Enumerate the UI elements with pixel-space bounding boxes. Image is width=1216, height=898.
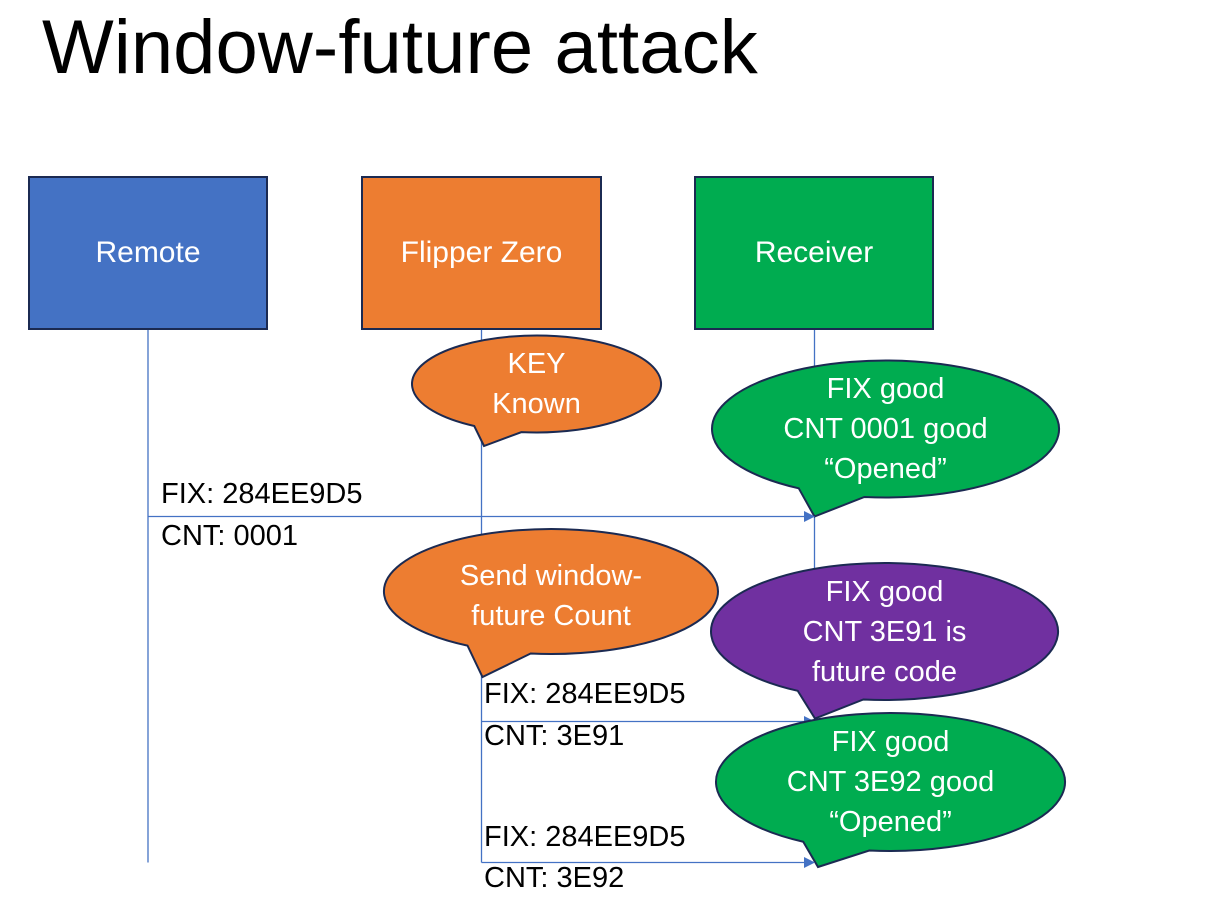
- callout-key-known: [411, 334, 662, 448]
- message-1-cnt-label: CNT: 0001: [161, 520, 299, 552]
- message-1-fix-label: FIX: 284EE9D5: [161, 478, 363, 510]
- message-3-fix-label: FIX: 284EE9D5: [484, 821, 686, 853]
- message-2-fix-label: FIX: 284EE9D5: [484, 678, 686, 710]
- arrowhead-3: [804, 857, 815, 868]
- actor-label-remote: Remote: [95, 236, 201, 269]
- callout-fix-good-cnt-3e92: [715, 712, 1066, 869]
- actor-label-receiver: Receiver: [754, 236, 874, 269]
- actor-box-remote: Remote: [28, 176, 268, 330]
- actor-box-flipper-zero: Flipper Zero: [361, 176, 602, 330]
- arrow-message-3: [481, 857, 815, 868]
- actor-label-flipper-zero: Flipper Zero: [400, 236, 563, 269]
- actor-box-receiver: Receiver: [694, 176, 934, 330]
- arrow-message-1: [148, 511, 815, 522]
- callout-fix-good-cnt-3e91: [710, 562, 1059, 720]
- callout-fix-good-cnt-0001: [711, 359, 1060, 518]
- callout-send-window-future: [383, 527, 719, 679]
- message-2-cnt-label: CNT: 3E91: [484, 720, 625, 752]
- message-3-cnt-label: CNT: 3E92: [484, 862, 625, 894]
- slide-title: Window-future attack: [42, 5, 758, 90]
- arrowhead-1: [804, 511, 815, 522]
